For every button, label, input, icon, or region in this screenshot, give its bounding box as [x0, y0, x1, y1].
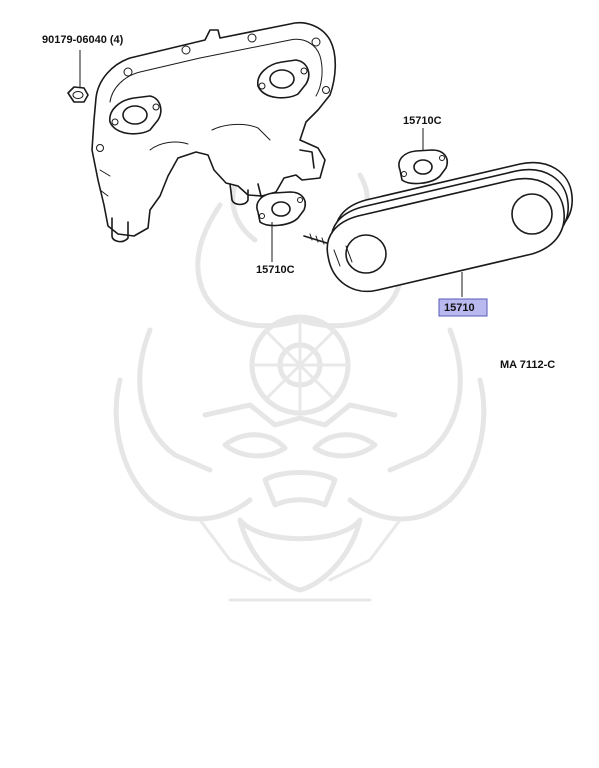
- figure-code-label: MA 7112-C: [500, 359, 556, 371]
- callout-oil-cooler-label[interactable]: 15710: [444, 302, 475, 314]
- gasket-lower-part: [256, 191, 306, 262]
- callout-nut-label[interactable]: 90179-06040 (4): [42, 34, 124, 46]
- callout-gasket-lower-label[interactable]: 15710C: [256, 264, 295, 276]
- oil-cooler-part: [303, 161, 573, 297]
- gasket-upper-part: [398, 128, 448, 185]
- callout-gasket-upper-label[interactable]: 15710C: [403, 115, 442, 127]
- part-number-highlight: [438, 298, 488, 317]
- hex-nut-part: [67, 50, 89, 103]
- samurai-helmet-watermark-icon: [113, 172, 487, 602]
- engine-housing-part: [91, 22, 337, 243]
